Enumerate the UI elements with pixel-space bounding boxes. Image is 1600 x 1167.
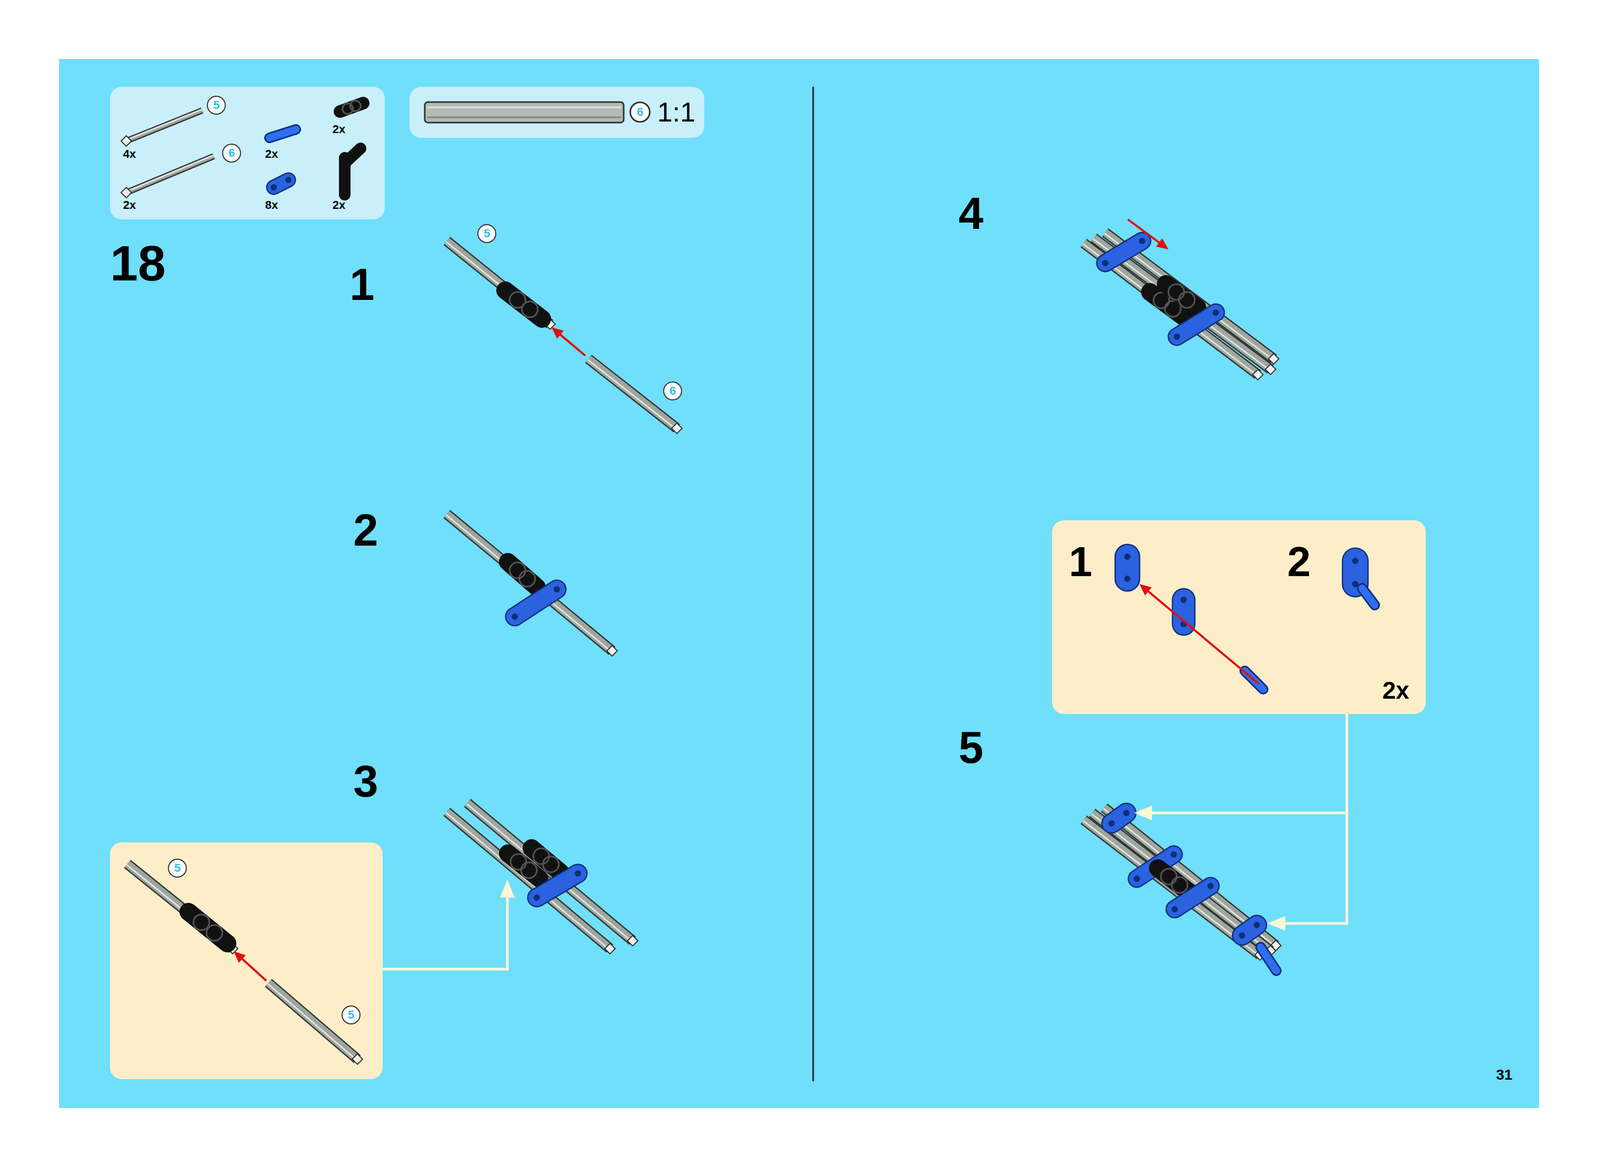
substep-box: 55 bbox=[110, 842, 383, 1080]
page-number: 31 bbox=[1495, 1067, 1513, 1083]
callout-number: 5 bbox=[341, 1005, 361, 1025]
quantity-label: 4x bbox=[123, 148, 136, 160]
quantity-label: 2x bbox=[123, 199, 136, 212]
callout-number: 6 bbox=[222, 143, 242, 163]
callout-number: 6 bbox=[663, 381, 683, 401]
substep-number: 2 bbox=[1287, 541, 1312, 584]
substep-number: 4 bbox=[958, 191, 984, 236]
quantity-label: 2x bbox=[332, 123, 346, 136]
callout-number: 6 bbox=[629, 101, 651, 123]
quantity-label: 1:1 bbox=[657, 98, 696, 126]
ruler-box: 6 1:1 bbox=[409, 86, 705, 138]
substep-number: 1 bbox=[349, 262, 375, 307]
step-number: 18 bbox=[110, 238, 166, 289]
quantity-label: 2x bbox=[1382, 678, 1409, 703]
quantity-label: 2x bbox=[265, 148, 278, 160]
substep-illustration bbox=[1052, 520, 1426, 715]
parts-list-box: 5 4x 6 2x 2x 8x 2x 2x bbox=[110, 86, 385, 220]
substep-illustration bbox=[110, 842, 383, 1080]
substep-number: 2 bbox=[353, 507, 378, 553]
substep-box: 1 2 2x bbox=[1052, 520, 1426, 715]
quantity-label: 2x bbox=[332, 199, 346, 212]
substep-number: 3 bbox=[353, 758, 378, 804]
callout-number: 5 bbox=[477, 224, 497, 244]
substep-number: 1 bbox=[1068, 541, 1093, 584]
callout-number: 5 bbox=[206, 95, 226, 115]
callout-number: 5 bbox=[167, 858, 187, 878]
quantity-label: 8x bbox=[265, 199, 278, 212]
substep-number: 5 bbox=[958, 725, 984, 770]
